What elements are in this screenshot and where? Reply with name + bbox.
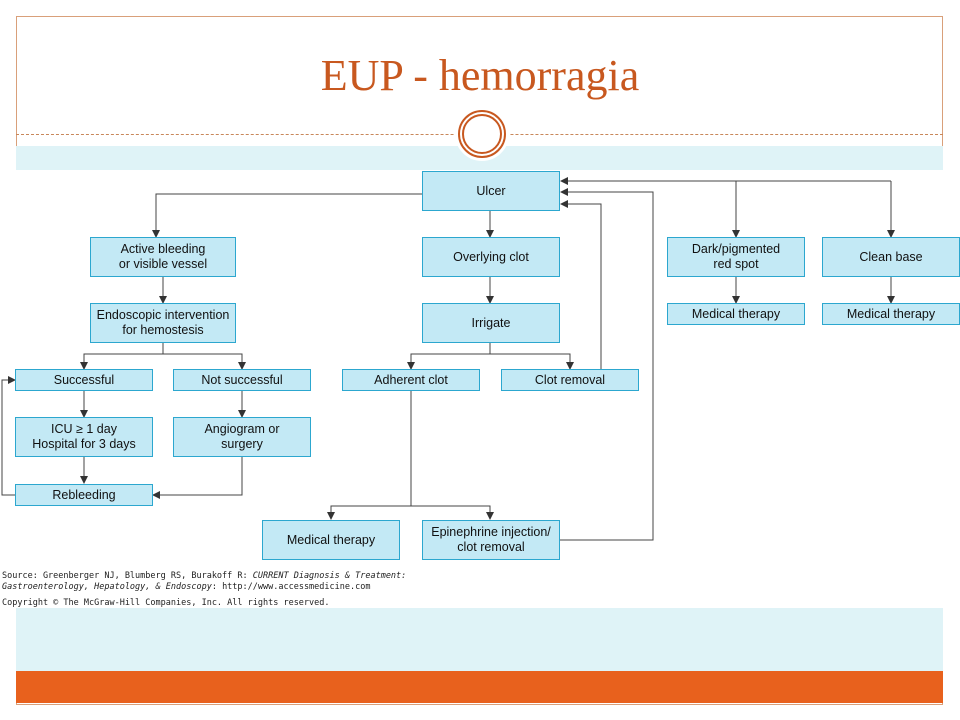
node-clean-base: Clean base [822,237,960,277]
accent-bottom-bar [16,671,943,703]
edge-epinephrine-ulcer [559,188,654,541]
node-endoscopic-intervention: Endoscopic intervention for hemostesis [90,303,236,343]
flowchart-figure: Ulcer Active bleeding or visible vessel … [0,170,960,608]
node-epinephrine: Epinephrine injection/ clot removal [422,520,560,560]
edge-clot-removal-ulcer [560,200,602,369]
node-active-bleeding: Active bleeding or visible vessel [90,237,236,277]
edge-irrigate-split [410,343,491,369]
node-clot-removal: Clot removal [501,369,639,391]
edge-angiogram-rebleeding [152,457,243,499]
source-line-1: Source: Greenberger NJ, Blumberg RS, Bur… [2,571,407,581]
edge-rebleeding-successful [1,376,16,496]
node-medical-therapy-dark: Medical therapy [667,303,805,325]
edge-endoscopic-not-successful [163,353,246,370]
node-angiogram: Angiogram or surgery [173,417,311,457]
source-line-2: Gastroenterology, Hepatology, & Endoscop… [2,582,371,592]
edge-ulcer-active-bleeding [152,193,423,238]
node-successful: Successful [15,369,153,391]
node-not-successful: Not successful [173,369,311,391]
slide-title: EUP - hemorragia [320,51,640,100]
node-rebleeding: Rebleeding [15,484,153,506]
edge-irrigate-clot-removal [490,353,574,370]
node-medical-therapy-clean: Medical therapy [822,303,960,325]
edge-adherent-epinephrine [411,505,494,520]
node-icu: ICU ≥ 1 day Hospital for 3 days [15,417,153,457]
node-adherent-clot: Adherent clot [342,369,480,391]
copyright-line: Copyright © The McGraw-Hill Companies, I… [2,598,330,608]
node-dark-spot: Dark/pigmented red spot [667,237,805,277]
edge-adherent-split [330,391,412,519]
node-ulcer: Ulcer [422,171,560,211]
node-overlying-clot: Overlying clot [422,237,560,277]
decorative-circle-icon [455,107,509,161]
node-irrigate: Irrigate [422,303,560,343]
edge-endoscopic-split [83,343,164,369]
flowchart-connectors [1,177,895,541]
node-medical-therapy-bottom: Medical therapy [262,520,400,560]
